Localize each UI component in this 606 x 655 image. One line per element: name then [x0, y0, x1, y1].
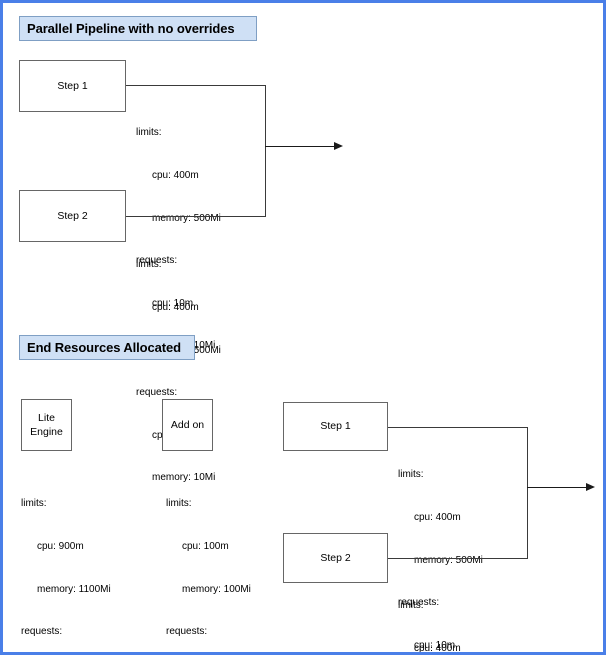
node-lite-engine[interactable]: Lite Engine — [21, 399, 72, 451]
requests-label: requests: — [21, 626, 63, 638]
node-bottom-step-2[interactable]: Step 2 — [283, 533, 388, 583]
connector-bottom-step-1-horizontal — [388, 427, 527, 428]
limits-label: limits: — [166, 498, 192, 510]
requests-label: requests: — [136, 387, 178, 399]
requests-cpu: cpu: 10m — [152, 297, 194, 309]
limits-label: limits: — [136, 127, 162, 139]
limits-cpu: cpu: 400m — [152, 169, 199, 181]
section-header-parallel-pipeline: Parallel Pipeline with no overrides — [19, 16, 257, 41]
arrow-top-output-line — [265, 146, 335, 147]
requests-memory: memory: 10Mi — [152, 472, 216, 484]
limits-memory: memory: 500Mi — [152, 212, 221, 224]
limits-label: limits: — [21, 498, 47, 510]
connector-top-step-1-horizontal — [126, 85, 265, 86]
limits-cpu: cpu: 100m — [182, 540, 229, 552]
connector-top-step-2-horizontal — [126, 216, 265, 217]
node-top-step-1-label: Step 1 — [57, 79, 88, 92]
arrow-top-output-head — [334, 142, 343, 150]
resources-bottom-step-1: limits: cpu: 400m memory: 500Mi requests… — [398, 440, 483, 652]
resources-bottom-step-2: limits: cpu: 400m memory: 500Mi requests… — [398, 571, 483, 654]
limits-memory: memory: 1100Mi — [37, 583, 111, 595]
limits-label: limits: — [398, 469, 424, 481]
node-bottom-step-2-label: Step 2 — [320, 551, 351, 564]
node-add-on[interactable]: Add on — [162, 399, 213, 451]
arrow-bottom-output-line — [527, 487, 587, 488]
limits-memory: memory: 500Mi — [414, 554, 483, 566]
requests-label: requests: — [136, 255, 178, 267]
section-header-parallel-pipeline-label: Parallel Pipeline with no overrides — [27, 21, 235, 36]
connector-bottom-step-2-horizontal — [388, 558, 527, 559]
connector-top-bracket-vertical — [265, 85, 266, 217]
arrow-bottom-output-head — [586, 483, 595, 491]
node-top-step-1[interactable]: Step 1 — [19, 60, 126, 112]
section-header-end-resources-allocated-label: End Resources Allocated — [27, 340, 181, 355]
requests-label: requests: — [166, 626, 208, 638]
limits-memory: memory: 100Mi — [182, 583, 251, 595]
node-add-on-label: Add on — [170, 418, 205, 431]
connector-bottom-bracket-vertical — [527, 427, 528, 559]
section-header-end-resources-allocated: End Resources Allocated — [19, 335, 195, 360]
limits-cpu: cpu: 900m — [37, 540, 84, 552]
limits-cpu: cpu: 400m — [152, 301, 199, 313]
node-top-step-2[interactable]: Step 2 — [19, 190, 126, 242]
requests-cpu: cpu: 10m — [414, 639, 456, 651]
limits-label: limits: — [398, 600, 424, 612]
requests-label: requests: — [398, 597, 440, 609]
node-bottom-step-1[interactable]: Step 1 — [283, 402, 388, 451]
node-lite-engine-label-line-2: Engine — [30, 426, 63, 438]
node-lite-engine-label-line-1: Lite — [38, 411, 55, 424]
limits-cpu: cpu: 400m — [414, 511, 461, 523]
node-bottom-step-1-label: Step 1 — [320, 420, 351, 433]
limits-label: limits: — [136, 259, 162, 271]
limits-cpu: cpu: 400m — [414, 642, 461, 654]
node-top-step-2-label: Step 2 — [57, 209, 88, 222]
resources-lite-engine: limits: cpu: 900m memory: 1100Mi request… — [21, 469, 111, 652]
resources-add-on: limits: cpu: 100m memory: 100Mi requests… — [166, 469, 251, 652]
